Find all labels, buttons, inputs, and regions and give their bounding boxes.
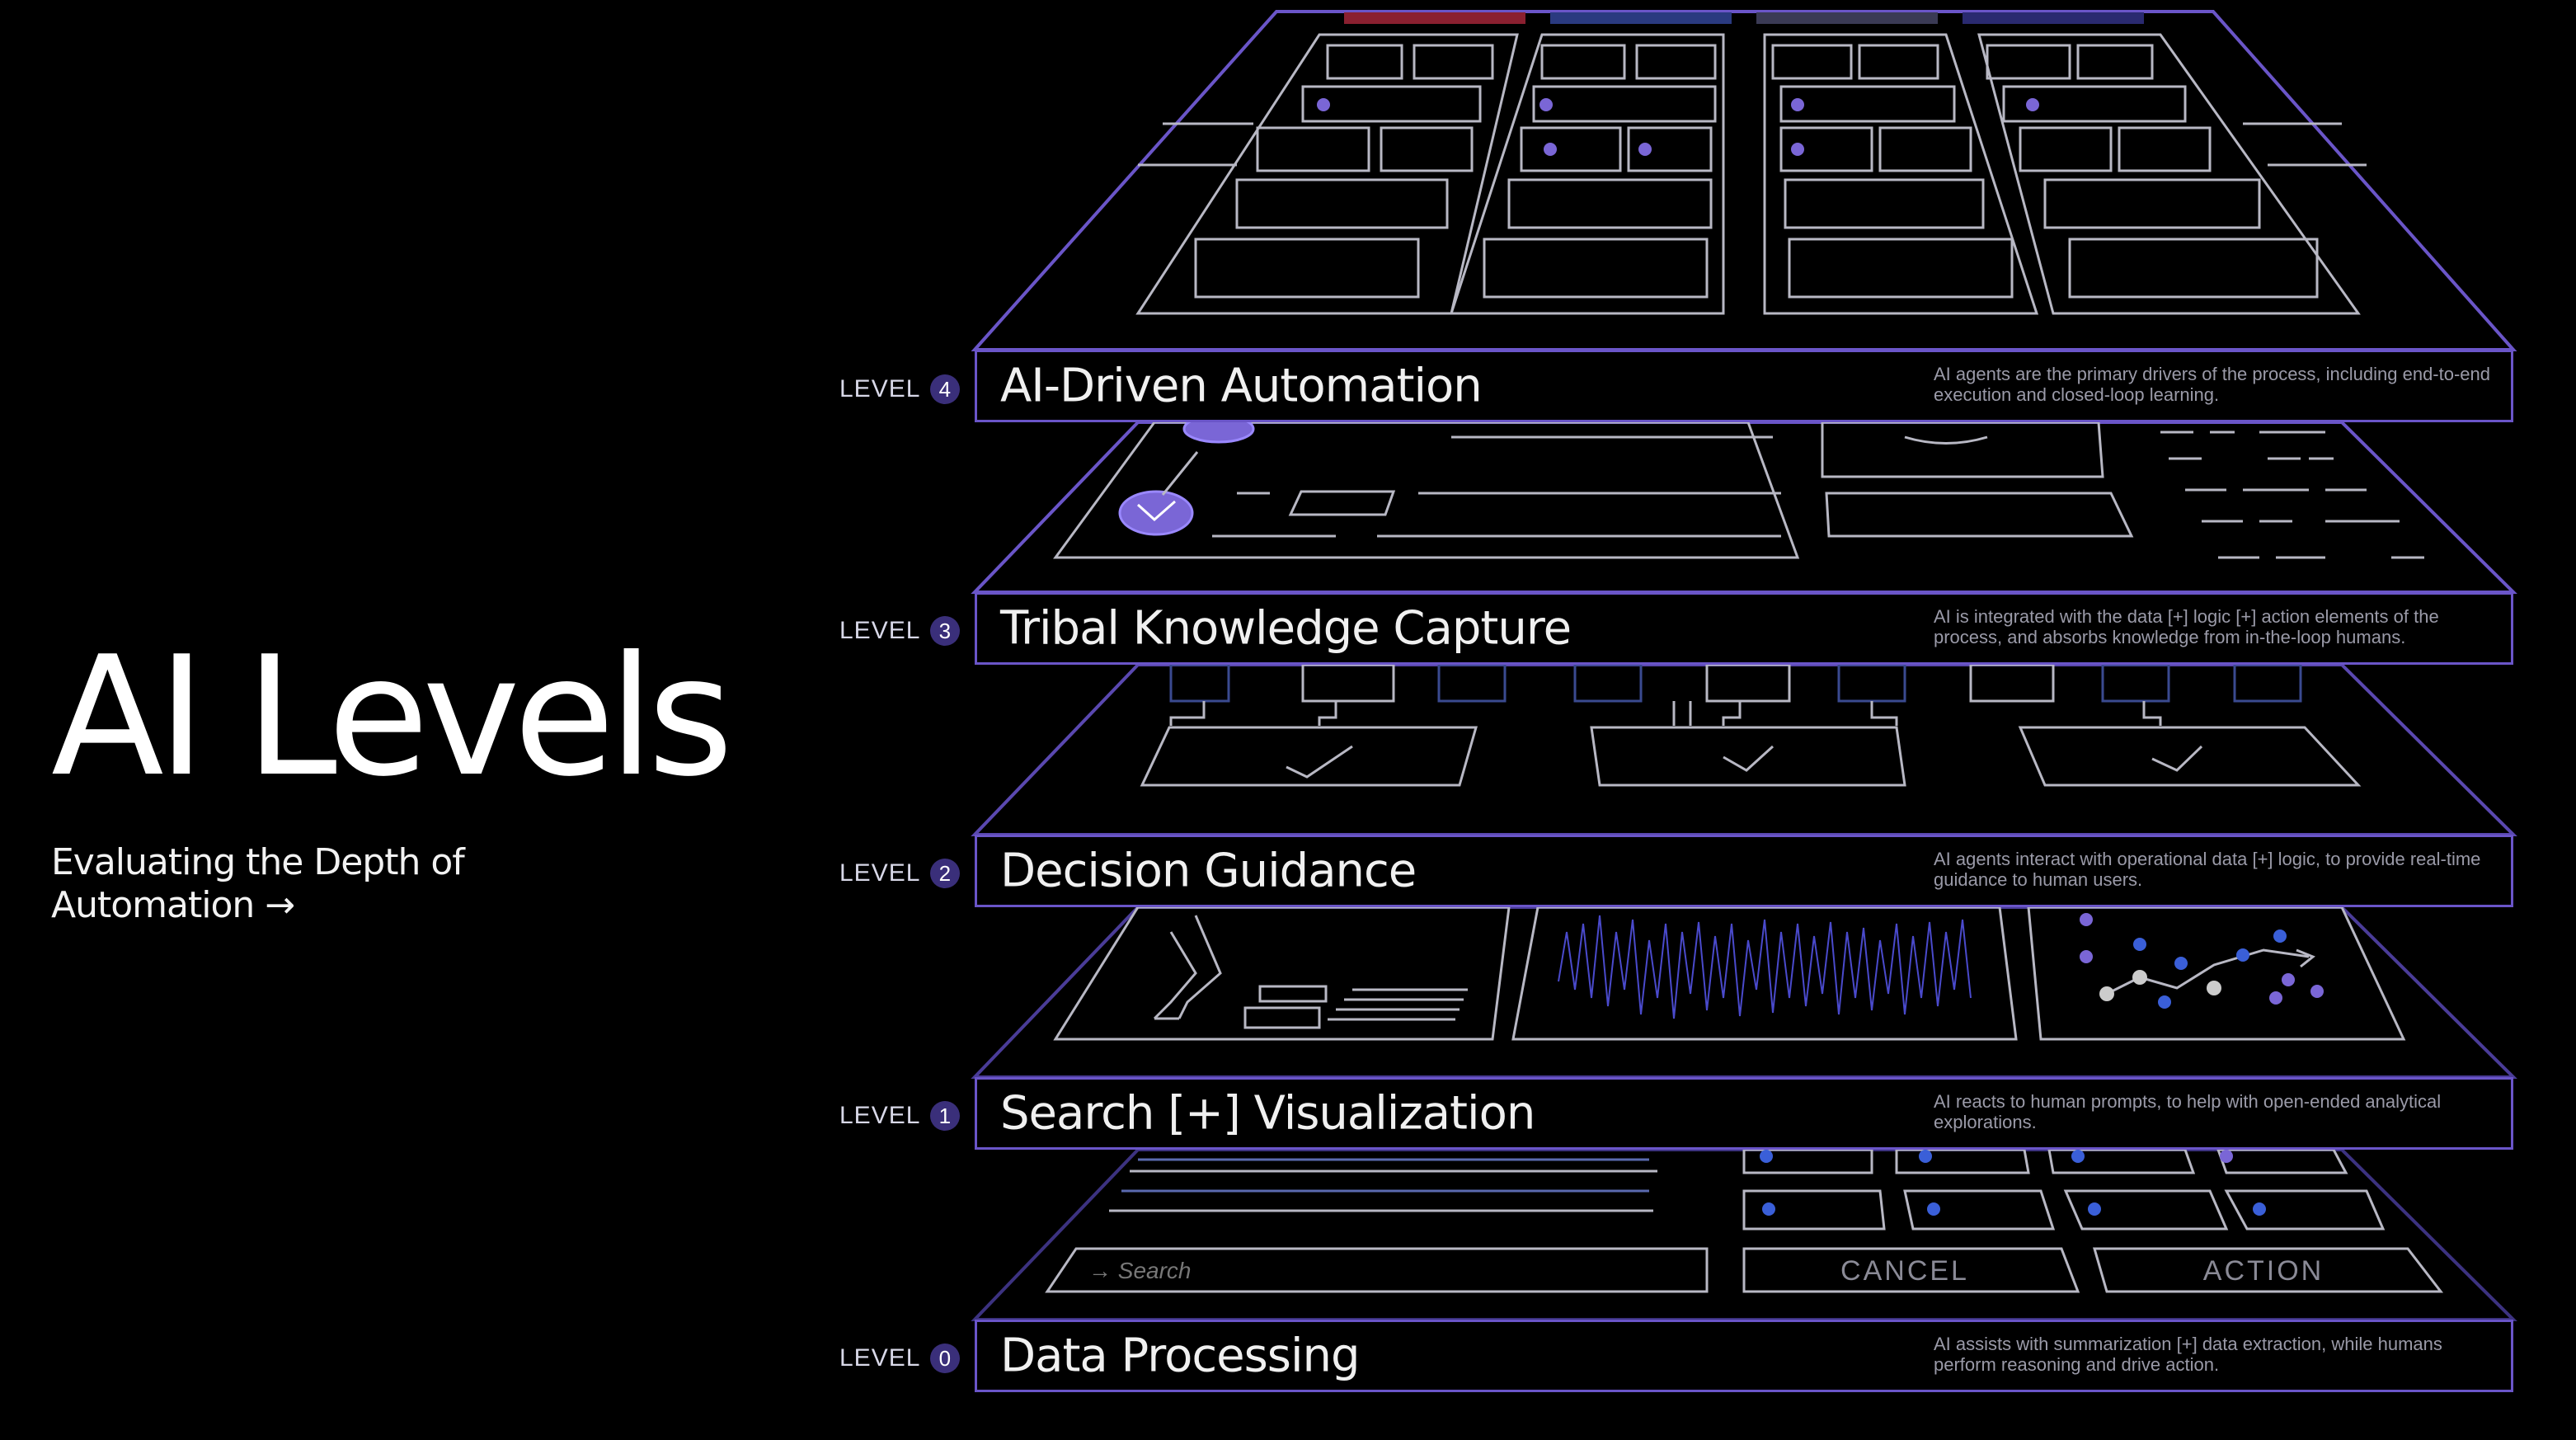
- level-name: Tribal Knowledge Capture: [1000, 601, 1572, 656]
- level-4-plane: [971, 10, 2517, 351]
- level-number-badge: 1: [930, 1101, 961, 1131]
- level-number-badge: 4: [930, 374, 961, 404]
- level-description: AI assists with summarization [+] data e…: [1934, 1334, 2442, 1375]
- level-3-bar: Tribal Knowledge Capture AI is integrate…: [975, 592, 2513, 665]
- action-label: ACTION: [2203, 1255, 2324, 1287]
- level-1-bar: Search [+] Visualization AI reacts to hu…: [975, 1077, 2513, 1150]
- page-title: AI Levels: [51, 621, 734, 813]
- level-0-plane: → Search CANCEL ACTION: [971, 1148, 2517, 1321]
- search-box: [1045, 1247, 1709, 1293]
- level-label: LEVEL: [839, 1344, 921, 1372]
- level-number-badge: 0: [930, 1344, 961, 1373]
- level-2-tag: LEVEL 2: [839, 859, 961, 888]
- level-name: AI-Driven Automation: [1000, 359, 1483, 413]
- level-0-tag: LEVEL 0: [839, 1344, 961, 1373]
- subtitle-line-2: Automation →: [51, 884, 295, 926]
- level-number-badge: 3: [930, 616, 961, 646]
- page-subtitle: Evaluating the Depth of Automation →: [51, 841, 727, 927]
- title-block: AI Levels Evaluating the Depth of Automa…: [51, 621, 734, 927]
- level-4-bar: AI-Driven Automation AI agents are the p…: [975, 350, 2513, 422]
- level-description: AI reacts to human prompts, to help with…: [1934, 1091, 2442, 1132]
- level-description: AI agents interact with operational data…: [1934, 849, 2481, 890]
- level-1-plane: [971, 906, 2517, 1079]
- action-box: [2093, 1247, 2444, 1293]
- level-3-plane: [971, 414, 2517, 594]
- level-1-tag: LEVEL 1: [839, 1101, 961, 1131]
- level-label: LEVEL: [839, 375, 921, 402]
- level-label: LEVEL: [839, 859, 921, 887]
- level-description: AI is integrated with the data [+] logic…: [1934, 606, 2439, 647]
- level-name: Search [+] Visualization: [1000, 1086, 1535, 1141]
- level-description: AI agents are the primary drivers of the…: [1934, 364, 2491, 405]
- level-number-badge: 2: [930, 859, 961, 888]
- cancel-box: [1742, 1247, 2080, 1293]
- level-0-bar: Data Processing AI assists with summariz…: [975, 1320, 2513, 1392]
- level-4-tag: LEVEL 4: [839, 374, 961, 404]
- level-label: LEVEL: [839, 617, 921, 644]
- level-2-bar: Decision Guidance AI agents interact wit…: [975, 835, 2513, 907]
- level-name: Decision Guidance: [1000, 844, 1417, 898]
- search-placeholder: → Search: [1088, 1258, 1192, 1283]
- cancel-label: CANCEL: [1840, 1255, 1969, 1287]
- subtitle-line-1: Evaluating the Depth of: [51, 841, 465, 883]
- level-3-tag: LEVEL 3: [839, 616, 961, 646]
- level-label: LEVEL: [839, 1102, 921, 1129]
- level-name: Data Processing: [1000, 1329, 1361, 1383]
- level-2-plane: [971, 663, 2517, 836]
